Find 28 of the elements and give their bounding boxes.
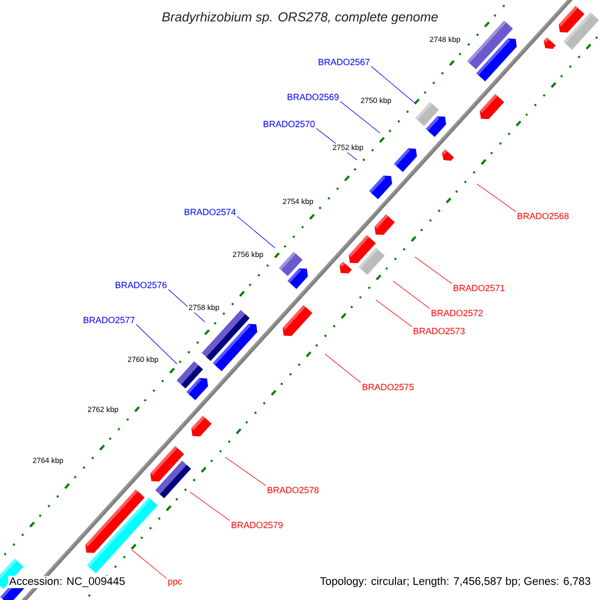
- gene-label: BRADO2573: [414, 328, 465, 334]
- gene-label: ppc: [168, 580, 182, 586]
- leader-line: [392, 280, 430, 309]
- gene-label: BRADO2575: [362, 384, 414, 390]
- gene-label: BRADO2569: [288, 94, 339, 100]
- leader-line: [136, 324, 178, 364]
- gene-label: BRADO2570: [264, 120, 315, 128]
- leader-line: [132, 550, 167, 579]
- gene-label: BRADO2568: [518, 212, 569, 220]
- leader-line: [340, 101, 380, 134]
- gene-label: BRADO2567: [318, 58, 370, 66]
- leader-line: [190, 492, 230, 521]
- leader-line: [476, 184, 516, 212]
- leader-line: [324, 354, 362, 383]
- note-text: Topology: circular; Length: 7,456,587 bp; Genes: 6,783: [318, 576, 592, 588]
- gene-label: BRADO2574: [184, 208, 236, 216]
- leader-line: [376, 300, 412, 327]
- leader-line: [370, 66, 416, 104]
- gene-label: BRADO2572: [432, 310, 483, 316]
- title: Bradyrhizobium sp. ORS278, complete genome: [162, 12, 438, 24]
- gene-label: BRADO2577: [84, 316, 135, 324]
- leader-line: [414, 256, 452, 284]
- gene-label: BRADO2571: [454, 284, 505, 292]
- gene-label: BRADO2576: [116, 282, 167, 288]
- gene-label: BRADO2579: [232, 522, 283, 528]
- leader-line: [236, 216, 276, 248]
- leader-line: [224, 456, 266, 486]
- gene-label: BRADO2578: [268, 486, 319, 494]
